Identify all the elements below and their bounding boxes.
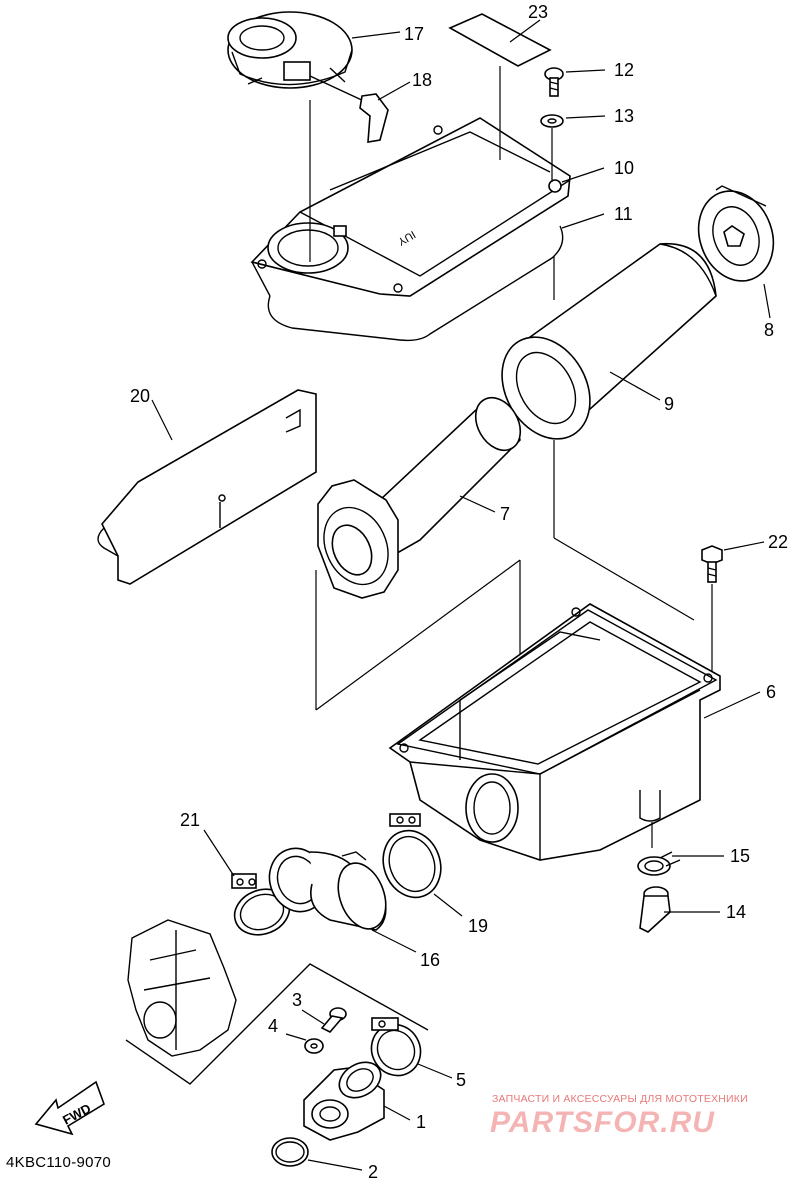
part-1-intake-manifold	[303, 1061, 385, 1141]
watermark-brand: PARTSFOR.RU	[490, 1106, 715, 1139]
part-23-label-sticker	[448, 13, 552, 67]
callout-10: 10	[614, 158, 634, 178]
callout-21: 21	[180, 810, 200, 830]
callout-9: 9	[664, 394, 674, 414]
part-16-carb-joint	[268, 847, 387, 931]
part-18-breather-hose	[309, 75, 389, 143]
callout-18: 18	[412, 70, 432, 90]
callout-20: 20	[130, 386, 150, 406]
part-17-intake-duct	[227, 11, 353, 89]
callout-8: 8	[764, 320, 774, 340]
watermark-tagline: ЗАПЧАСТИ И АКСЕССУАРЫ ДЛЯ МОТОТЕХНИКИ	[492, 1093, 748, 1105]
part-9-filter-element	[501, 243, 717, 440]
callout-5: 5	[456, 1070, 466, 1090]
callout-15: 15	[730, 846, 750, 866]
diagram-code: 4KBC110-9070	[6, 1154, 112, 1171]
part-4-washer	[304, 1038, 324, 1054]
part-7-intake-tube	[317, 396, 522, 599]
engine-outline	[125, 919, 429, 1085]
callout-7: 7	[500, 504, 510, 524]
callout-19: 19	[468, 916, 488, 936]
part-3-bolt	[320, 1007, 347, 1033]
part-2-o-ring	[271, 1137, 309, 1167]
callout-2: 2	[368, 1162, 378, 1182]
callout-6: 6	[766, 682, 776, 702]
part-5-clamp	[370, 1017, 422, 1077]
callout-14: 14	[726, 902, 746, 922]
callout-3: 3	[292, 990, 302, 1010]
callout-22: 22	[768, 532, 788, 552]
air-box-cover: IUY	[250, 117, 571, 297]
callout-11: 11	[614, 204, 633, 224]
callout-13: 13	[614, 106, 634, 126]
part-19-clamp	[382, 813, 442, 899]
part-22-bolt	[701, 545, 723, 680]
callout-23: 23	[528, 2, 548, 22]
part-12-screw	[544, 67, 564, 97]
part-13-washer	[540, 114, 564, 128]
part-14-drain	[639, 886, 671, 933]
callout-12: 12	[614, 60, 634, 80]
callout-16: 16	[420, 950, 440, 970]
fwd-direction-arrow: FWD	[34, 1080, 105, 1136]
part-6-air-box-case	[388, 603, 721, 861]
part-11-cover-gasket	[251, 225, 564, 342]
callout-17: 17	[404, 24, 424, 44]
part-8-filter-cap	[697, 185, 775, 282]
callout-4: 4	[268, 1016, 278, 1036]
part-20-plate	[97, 389, 317, 585]
part-15-clip	[637, 851, 681, 876]
callout-1: 1	[416, 1112, 426, 1132]
